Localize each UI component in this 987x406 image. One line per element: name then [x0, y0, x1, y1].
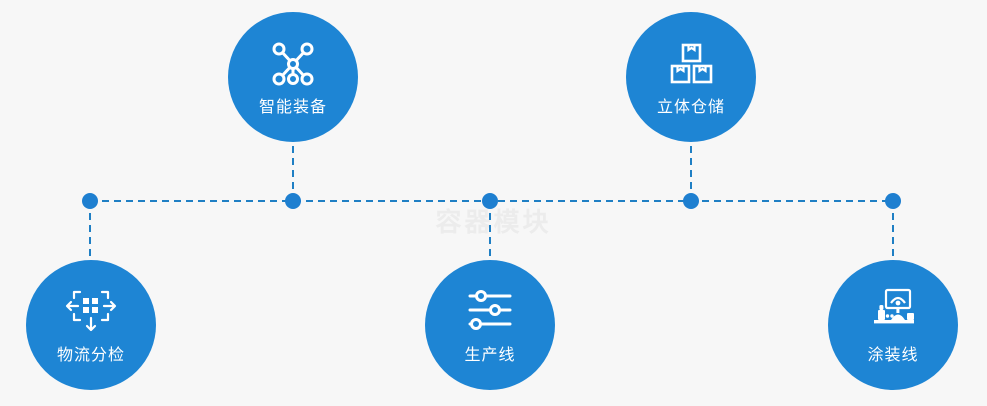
junction-dot-logistics [82, 193, 98, 209]
node-label-production-line: 生产线 [464, 345, 516, 364]
junction-dot-production-line [482, 193, 498, 209]
node-production-line[interactable]: 生产线 [425, 260, 555, 390]
sorting-arrows-icon [65, 290, 117, 332]
painting-machine-icon [874, 288, 914, 324]
node-label-logistics-sorting: 物流分检 [56, 345, 125, 364]
stacked-boxes-icon [670, 43, 713, 84]
node-logistics-sorting[interactable]: 物流分检 [26, 260, 156, 390]
node-stereoscopic-warehouse[interactable]: 立体仓储 [626, 12, 756, 142]
junction-dot-warehouse [683, 193, 699, 209]
node-intelligent-equipment[interactable]: 智能装备 [228, 12, 358, 142]
junction-dot-intelligent-equipment [285, 193, 301, 209]
node-label-painting-line: 涂装线 [867, 345, 919, 364]
node-label-intelligent-equipment: 智能装备 [258, 97, 327, 116]
watermark-text: 容器模块 [435, 208, 552, 238]
junction-dot-painting-line [885, 193, 901, 209]
sliders-icon [468, 290, 512, 330]
node-label-stereoscopic-warehouse: 立体仓储 [656, 97, 725, 116]
network-nodes-icon [272, 42, 314, 86]
node-painting-line[interactable]: 涂装线 [828, 260, 958, 390]
